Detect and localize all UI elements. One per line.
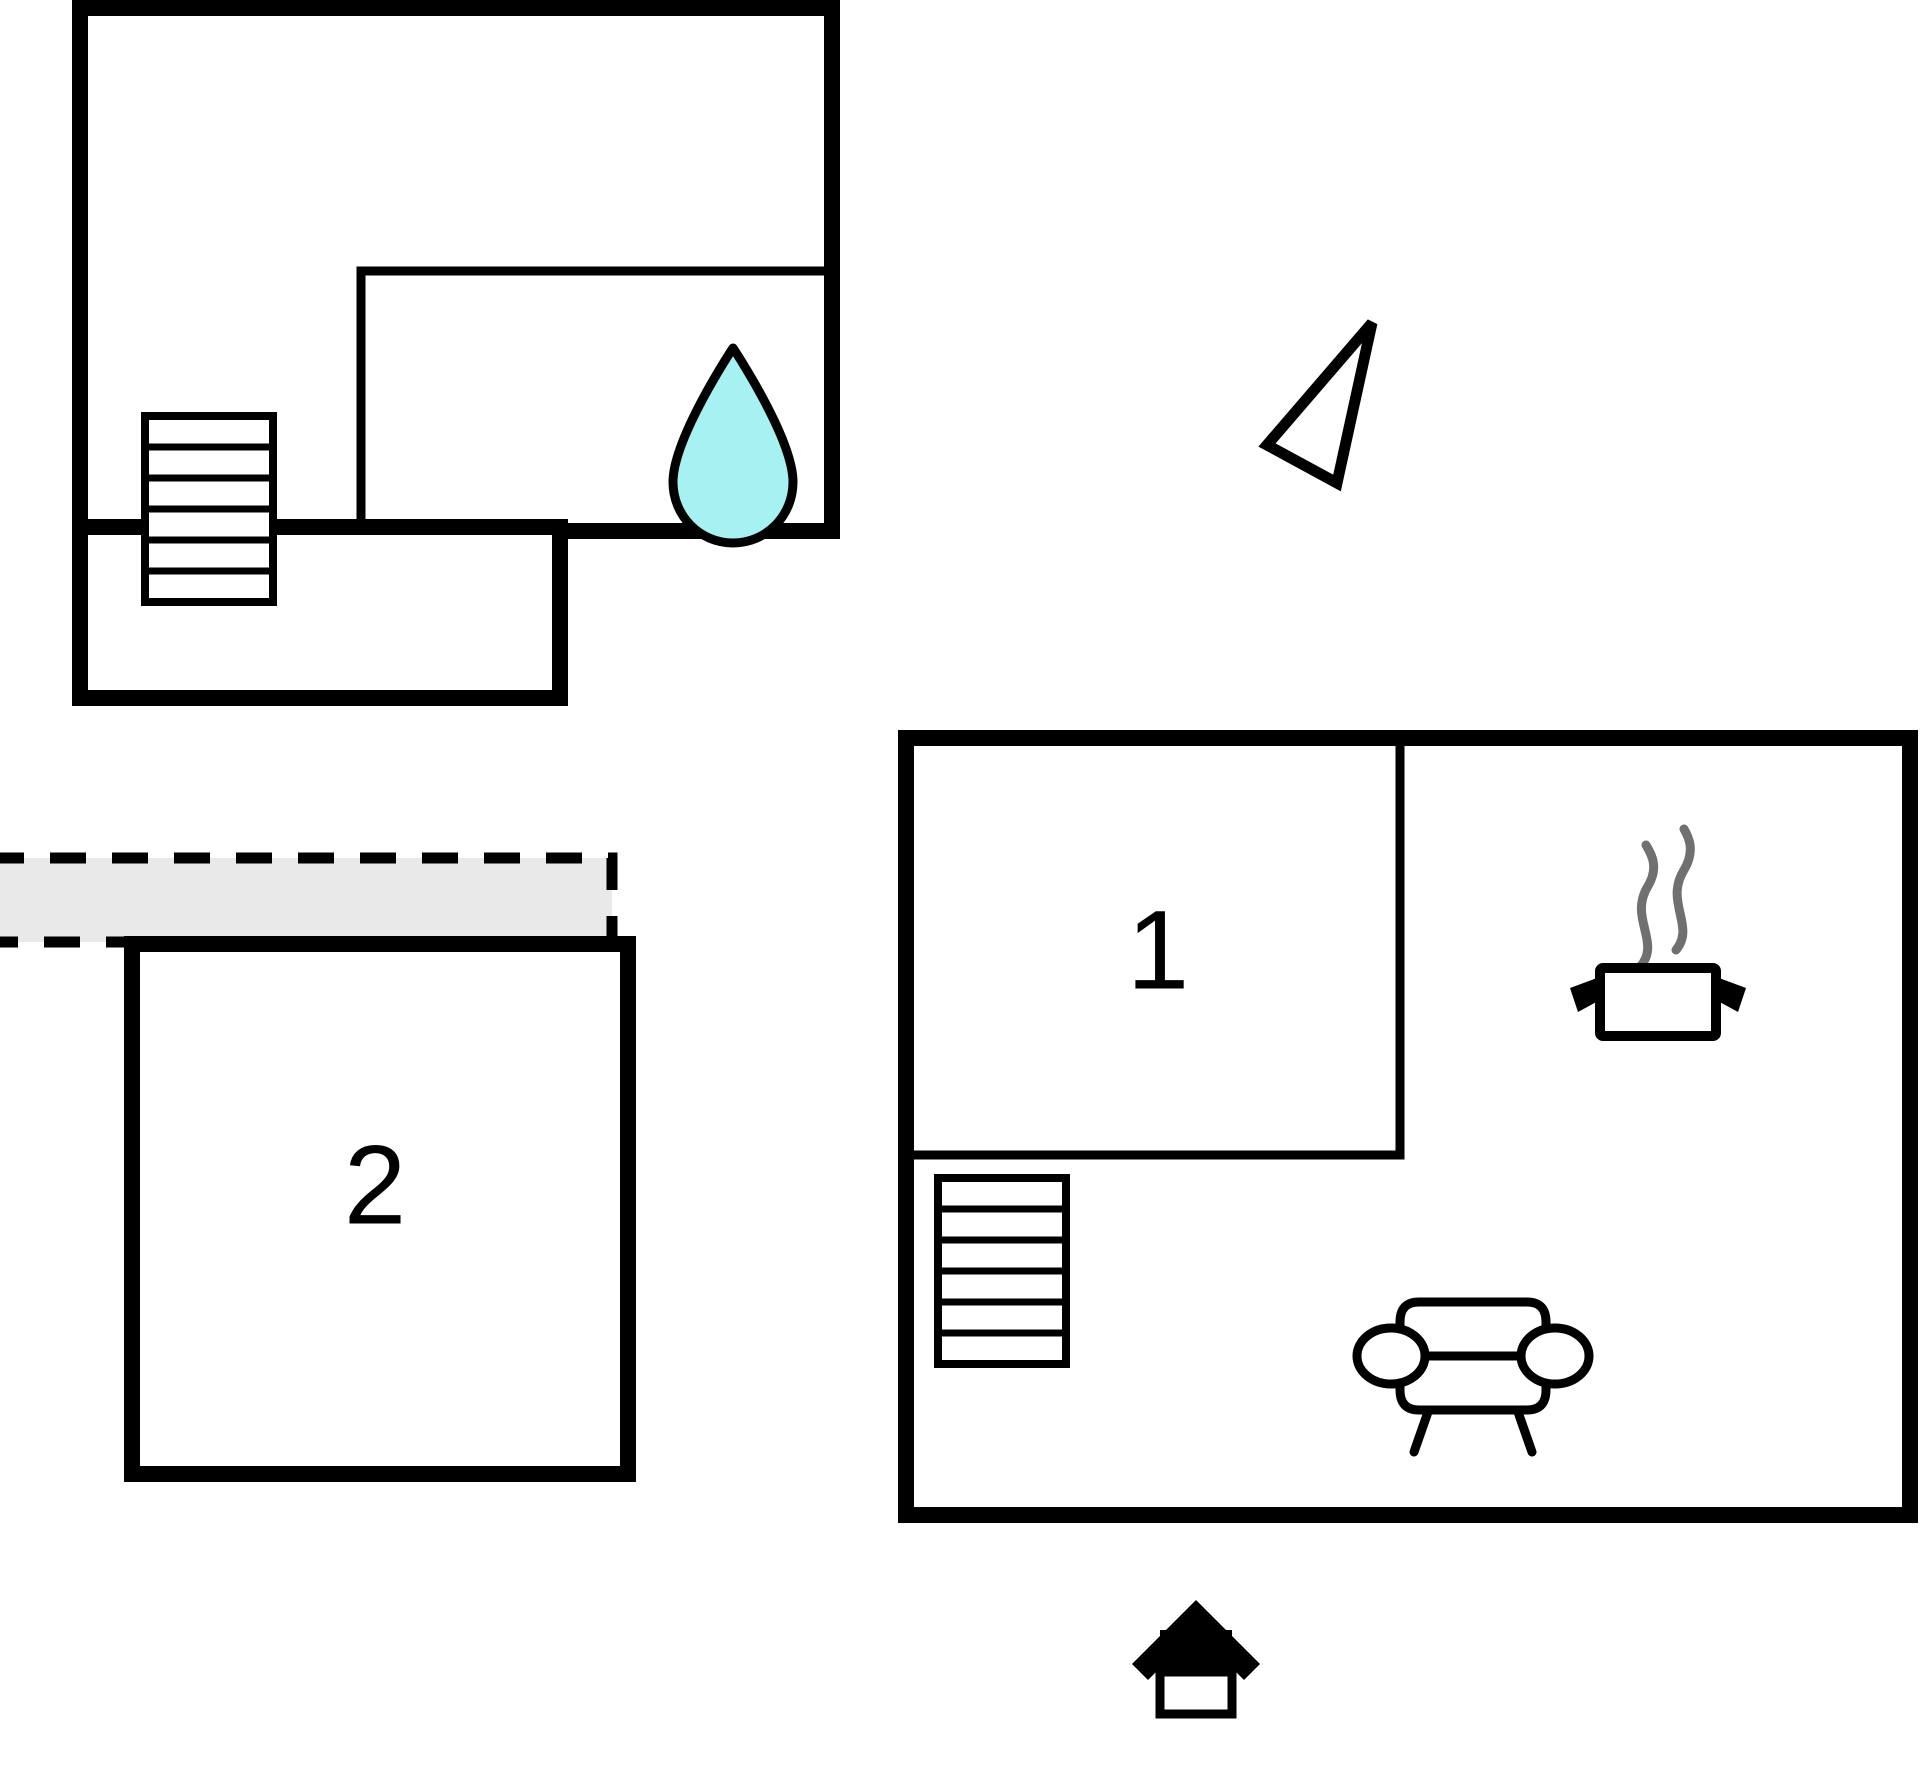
steam-line-left <box>1635 840 1659 972</box>
right-building-outline <box>898 730 1918 1523</box>
stairs-icon-right-building <box>934 1174 1070 1368</box>
house-upper-body <box>1160 1630 1232 1672</box>
stairs-icon-upper-left <box>141 412 277 606</box>
pot-handle-right <box>1716 978 1746 1012</box>
water-drop-shape <box>668 343 798 548</box>
lower-left-building: 2 <box>124 936 636 1482</box>
pot-body <box>1595 963 1721 1041</box>
room-number-1: 1 <box>1127 888 1189 1013</box>
house-entrance-icon <box>1132 1600 1260 1719</box>
north-arrow-icon <box>1258 319 1378 492</box>
cooking-pot-icon <box>1570 824 1746 1041</box>
sofa-leg-left <box>1409 1407 1433 1457</box>
left-building <box>72 0 840 706</box>
terrace-fill <box>0 858 612 942</box>
water-drop-icon <box>668 343 798 548</box>
sofa-leg-right <box>1513 1407 1537 1457</box>
sofa-body <box>1395 1297 1551 1415</box>
pot-handle-left <box>1570 978 1600 1012</box>
room-number-2: 2 <box>344 1123 406 1248</box>
house-door-box <box>1155 1667 1237 1719</box>
north-arrow-shape <box>1258 319 1378 492</box>
steam-line-right <box>1671 824 1695 955</box>
sofa-icon <box>1352 1297 1594 1457</box>
lower-left-building-outline <box>124 936 636 1482</box>
terrace-area <box>0 852 618 948</box>
right-inner-room-1-walls <box>901 733 1405 1160</box>
sofa-armrest-left <box>1352 1323 1430 1389</box>
right-building: 1 <box>898 730 1918 1523</box>
sofa-armrest-right <box>1516 1323 1594 1389</box>
